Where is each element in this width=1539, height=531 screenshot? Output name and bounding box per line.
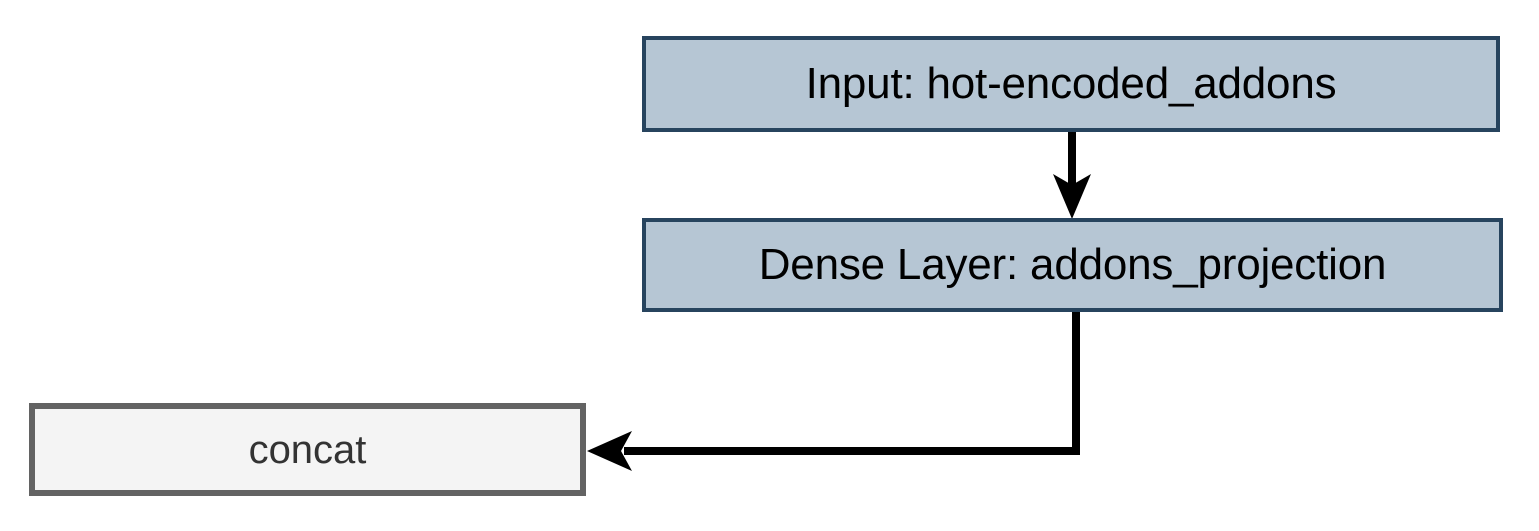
node-dense-label: Dense Layer: addons_projection [758, 240, 1387, 289]
edge-dense-to-concat-line [624, 312, 1080, 455]
node-dense-layer-addons-projection[interactable]: Dense Layer: addons_projection [642, 218, 1503, 312]
edge-input-to-dense-arrowhead [1053, 174, 1091, 219]
edge-dense-to-concat-arrowhead [587, 431, 632, 471]
node-concat[interactable]: concat [29, 403, 586, 496]
node-concat-label: concat [248, 427, 367, 472]
node-input-hot-encoded-addons[interactable]: Input: hot-encoded_addons [642, 36, 1500, 132]
edge-input-to-dense [1053, 132, 1091, 219]
edge-dense-to-concat [587, 312, 1080, 471]
node-input-label: Input: hot-encoded_addons [805, 59, 1337, 108]
